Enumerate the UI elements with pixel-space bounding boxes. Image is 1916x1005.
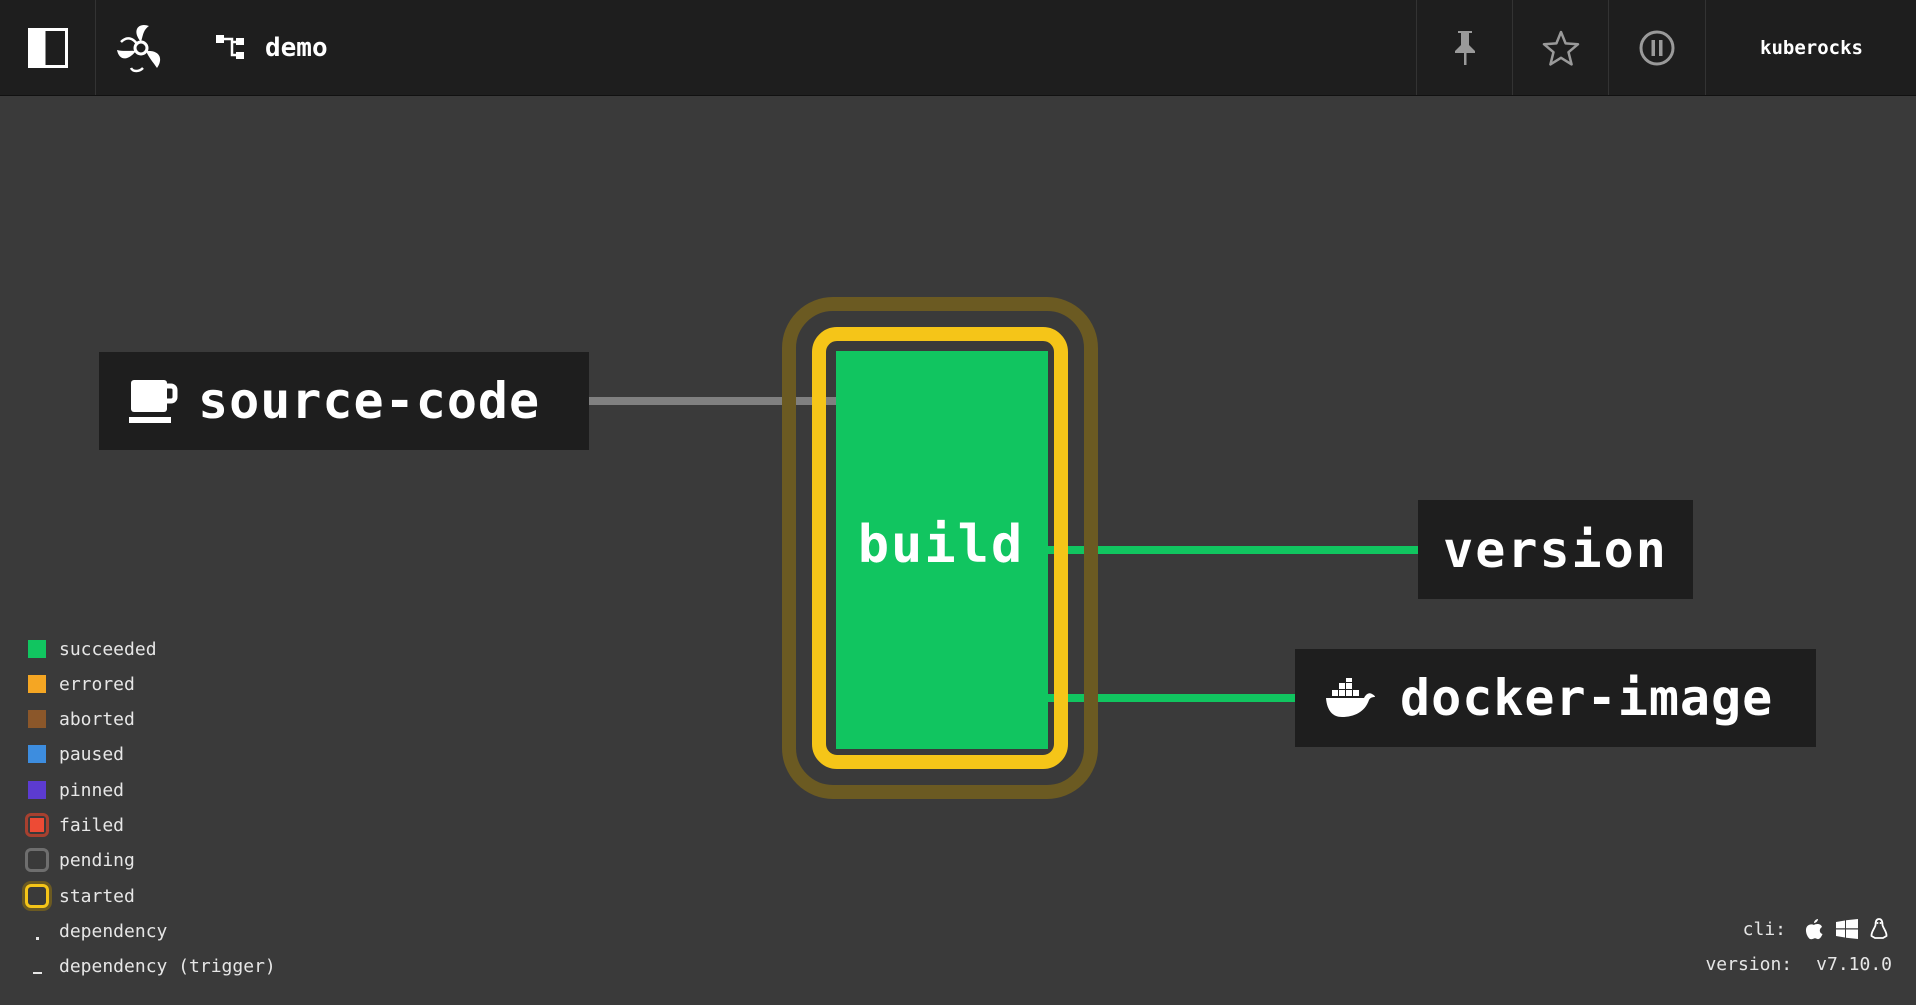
dependency-swatch [35,936,39,940]
pipeline-name[interactable]: demo [265,32,328,63]
legend-failed: failed [22,810,124,840]
pinned-swatch [28,781,46,799]
apple-icon[interactable] [1804,918,1824,940]
job-started-ring [812,327,1068,769]
cli-downloads: cli: [1743,918,1888,940]
legend-dependency: dependency [22,916,167,946]
succeeded-swatch [28,640,46,658]
legend-succeeded: succeeded [22,634,157,664]
pause-pipeline-button[interactable] [1608,0,1705,95]
pipeline-icon [216,34,244,59]
job-build[interactable]: build [857,515,1025,575]
resource-name: version [1443,520,1668,579]
breadcrumb[interactable]: demo [215,0,328,95]
started-swatch [25,884,49,908]
docker-icon [1326,678,1375,717]
legend-aborted: aborted [22,704,135,734]
aborted-swatch [28,710,46,728]
legend-pending: pending [22,845,135,875]
paused-swatch [28,745,46,763]
job-build-box [836,351,1048,749]
legend-dependency-trigger: dependency (trigger) [22,951,276,981]
version-label: version: [1705,954,1793,975]
linux-icon[interactable] [1870,918,1888,940]
top-bar: demo kuberocks [0,0,1916,96]
resource-docker-image[interactable]: docker-image [1295,649,1816,747]
sidebar-toggle-button[interactable] [0,0,96,95]
pause-icon [1639,30,1675,65]
legend-errored: errored [22,669,135,699]
version-value: v7.10.0 [1816,954,1892,975]
job-started-glow [782,297,1098,799]
pending-swatch [25,848,49,872]
resource-source-code[interactable]: source-code [99,352,589,450]
concourse-logo-icon [117,24,161,72]
legend-pinned: pinned [22,775,124,805]
dependency-trigger-swatch [32,972,42,974]
failed-swatch [25,813,49,837]
concourse-version: version: v7.10.0 [1705,954,1892,975]
concourse-logo[interactable] [96,0,186,95]
git-coffee-icon [129,380,178,423]
legend-paused: paused [22,739,124,769]
star-icon [1542,30,1580,66]
sidebar-toggle-icon [27,27,68,68]
resource-name: docker-image [1400,669,1774,727]
pin-button[interactable] [1416,0,1513,95]
errored-swatch [28,675,46,693]
cli-label: cli: [1742,918,1786,940]
user-menu[interactable]: kuberocks [1705,0,1916,95]
pin-icon [1455,30,1475,65]
resource-name: source-code [198,372,541,430]
windows-icon[interactable] [1836,919,1858,939]
legend-started: started [22,881,135,911]
resource-version[interactable]: version [1418,500,1693,599]
favorite-button[interactable] [1512,0,1609,95]
